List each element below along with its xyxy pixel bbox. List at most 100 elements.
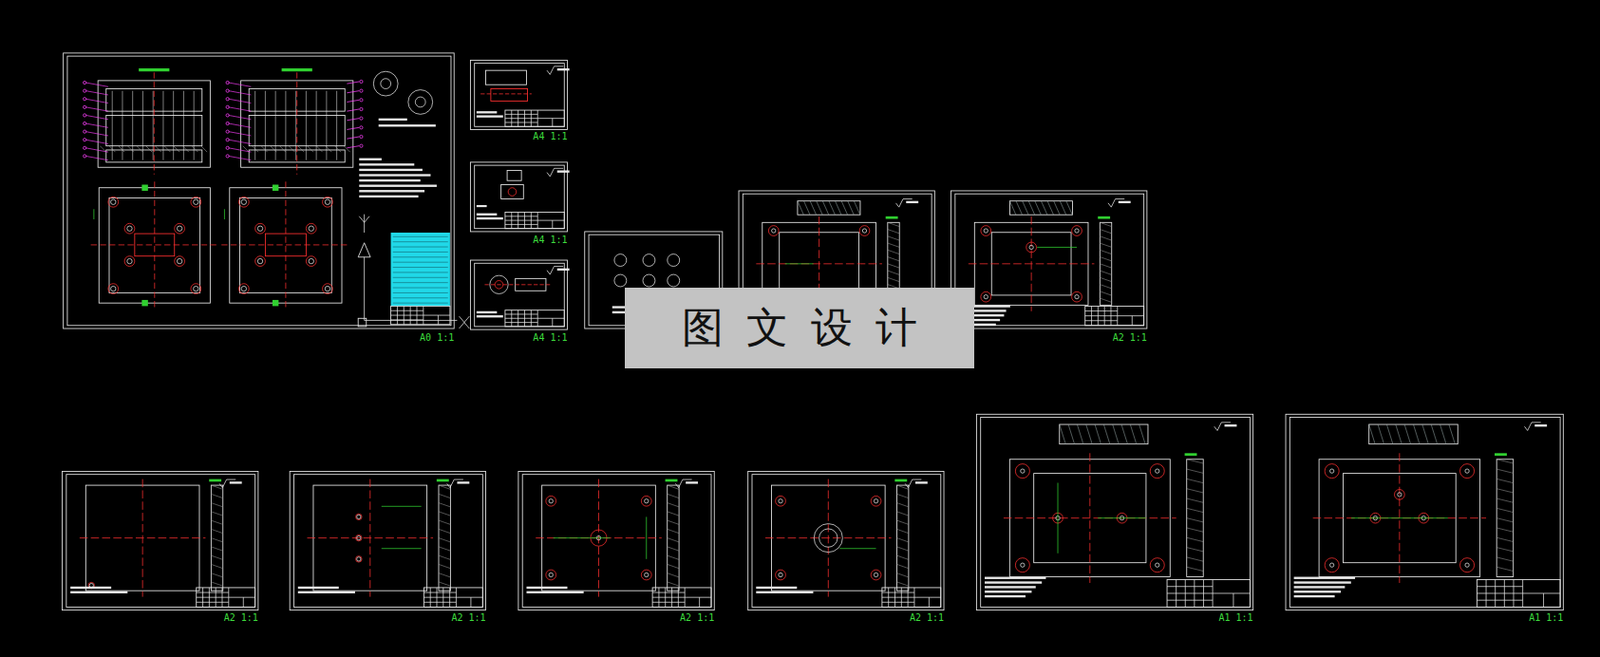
drawn-line: [1496, 518, 1514, 523]
drawn-line: [226, 479, 237, 481]
drawn-line: [537, 318, 565, 320]
drawn-circle: [176, 258, 182, 264]
drawn-line: [393, 266, 449, 268]
drawn-line: [228, 91, 252, 95]
sheet-scale-label: A2 1:1: [1112, 333, 1148, 343]
drawn-circle: [1015, 464, 1030, 479]
drawn-line: [1121, 424, 1128, 445]
drawn-line: [816, 201, 823, 216]
drawn-circle: [357, 535, 361, 540]
drawn-line: [841, 201, 848, 216]
drawn-rect: [293, 474, 483, 608]
drawn-circle: [225, 154, 229, 158]
drawn-line: [364, 320, 458, 321]
drawn-rect: [557, 169, 570, 172]
drawn-rect: [1494, 452, 1507, 456]
drawn-rect: [229, 481, 243, 484]
drawn-rect: [501, 185, 525, 200]
drawn-line: [524, 212, 526, 229]
drawn-rect: [955, 193, 1145, 326]
drawn-rect: [138, 68, 170, 72]
drawn-line: [1496, 557, 1514, 562]
drawn-circle: [225, 138, 229, 142]
drawn-circle: [373, 71, 398, 96]
drawn-rect: [476, 217, 504, 220]
drawn-circle: [980, 291, 992, 302]
drawn-line: [1099, 284, 1111, 289]
drawn-rect: [134, 233, 175, 257]
drawn-line: [510, 310, 512, 327]
drawn-circle: [1465, 469, 1469, 473]
drawn-line: [505, 121, 538, 123]
drawn-circle: [768, 225, 779, 237]
drawn-line: [554, 168, 565, 170]
drawn-line: [897, 546, 909, 551]
drawn-line: [658, 587, 659, 607]
drawn-line: [1496, 498, 1514, 503]
drawn-circle: [771, 228, 776, 233]
drawn-line: [1022, 201, 1029, 216]
drawn-line: [1496, 547, 1514, 552]
drawn-line: [325, 146, 332, 152]
drawn-circle: [127, 258, 132, 264]
drawn-line: [228, 139, 252, 144]
drawn-line: [393, 282, 449, 283]
drawn-circle: [255, 223, 266, 234]
drawn-line: [505, 318, 538, 320]
drawn-line: [393, 241, 449, 243]
drawn-line: [530, 310, 532, 327]
drawn-line: [210, 485, 223, 490]
sheet-scale-label: A4 1:1: [532, 235, 567, 245]
drawn-line: [1377, 424, 1384, 445]
drawn-line: [1524, 426, 1527, 431]
drawn-line: [551, 118, 553, 128]
drawn-line: [1512, 580, 1514, 608]
drawn-circle: [83, 89, 87, 93]
drawn-rect: [66, 474, 256, 608]
drawn-line: [1099, 263, 1111, 268]
drawn-rect: [358, 179, 420, 182]
drawn-rect: [897, 485, 909, 591]
drawn-rect: [289, 470, 486, 610]
drawn-line: [1217, 422, 1222, 432]
drawn-rect: [1059, 424, 1149, 445]
drawn-line: [346, 118, 359, 121]
drawn-line: [210, 493, 223, 498]
drawn-line: [284, 181, 286, 309]
drawn-circle: [83, 130, 87, 133]
drawn-circle: [548, 572, 553, 577]
drawn-line: [853, 201, 860, 216]
drawn-rect: [141, 185, 148, 191]
drawn-circle: [778, 499, 783, 504]
drawn-line: [484, 283, 552, 285]
drawn-rect: [272, 300, 279, 306]
drawn-circle: [1393, 489, 1405, 501]
sheet-scale-label: A1 1:1: [1528, 613, 1563, 623]
drawn-line: [1066, 201, 1073, 216]
drawn-line: [346, 81, 359, 84]
drawn-line: [131, 91, 133, 161]
drawn-line: [393, 297, 449, 299]
drawn-line: [391, 319, 424, 320]
drawn-rect: [1289, 417, 1561, 608]
drawn-circle: [980, 225, 992, 237]
drawn-line: [505, 224, 538, 226]
drawn-line: [316, 91, 318, 161]
drawn-rect: [557, 68, 570, 71]
drawn-line: [1369, 424, 1375, 445]
drawn-rect: [391, 305, 451, 324]
drawn-rect: [685, 481, 698, 484]
drawn-line: [391, 315, 424, 317]
drawn-line: [1476, 585, 1523, 587]
drawn-line: [391, 310, 424, 312]
drawn-line: [667, 555, 679, 560]
drawn-line: [897, 503, 909, 508]
drawn-circle: [190, 196, 202, 208]
drawn-line: [196, 602, 229, 603]
drawn-line: [221, 244, 350, 245]
drawn-line: [393, 287, 449, 289]
drawn-rect: [298, 591, 356, 594]
drawn-circle: [1330, 563, 1335, 567]
drawn-circle: [193, 285, 199, 291]
drawn-line: [1476, 600, 1523, 602]
